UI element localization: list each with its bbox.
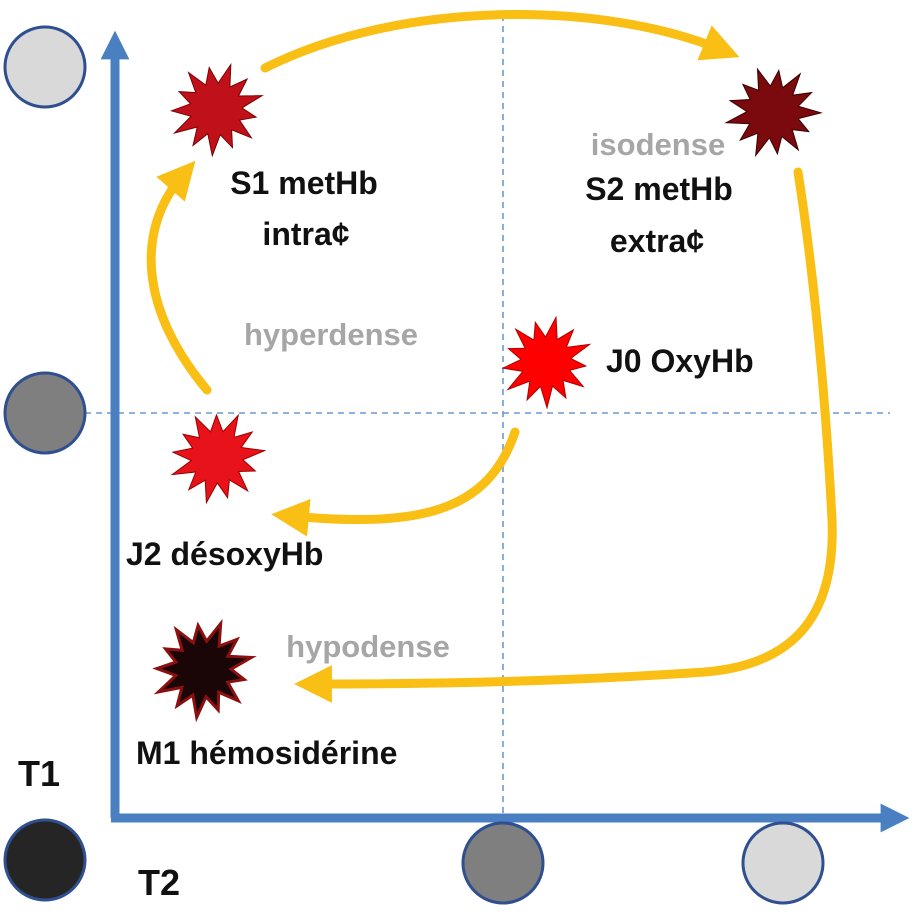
origin-dark-circle — [3, 818, 87, 902]
arrow-s1-to-s2 — [260, 10, 740, 73]
t2-high-circle — [741, 821, 825, 905]
starburst-s1-icon — [169, 62, 264, 158]
hyperdense-label: hyperdense — [244, 317, 418, 352]
hypodense-label: hypodense — [286, 629, 450, 664]
s2-label-line2: extra¢ — [610, 223, 705, 259]
t2-mid-circle — [461, 821, 545, 905]
t1-high-circle — [3, 25, 87, 109]
s2-label-line1: S2 metHb — [585, 171, 733, 207]
t2-axis-label: T2 — [138, 862, 180, 903]
t1-axis-label: T1 — [18, 753, 60, 794]
j0-label: J0 OxyHb — [606, 343, 754, 379]
starburst-j2-icon — [170, 413, 267, 505]
arrow-j0-to-j2 — [271, 427, 520, 537]
s1-label-line1: S1 metHb — [230, 165, 378, 201]
starburst-m1-icon — [152, 618, 257, 723]
m1-label: M1 hémosidérine — [136, 735, 397, 771]
arrow-s2-to-m1 — [294, 167, 837, 703]
isodense-label: isodense — [591, 127, 725, 162]
starburst-j0-icon — [501, 315, 592, 410]
arrow-j2-to-s1 — [146, 160, 212, 395]
j2-label: J2 désoxyHb — [126, 536, 323, 572]
s1-label-line2: intra¢ — [262, 216, 349, 252]
t1-mid-circle — [3, 371, 87, 455]
starburst-s2-icon — [724, 67, 823, 158]
